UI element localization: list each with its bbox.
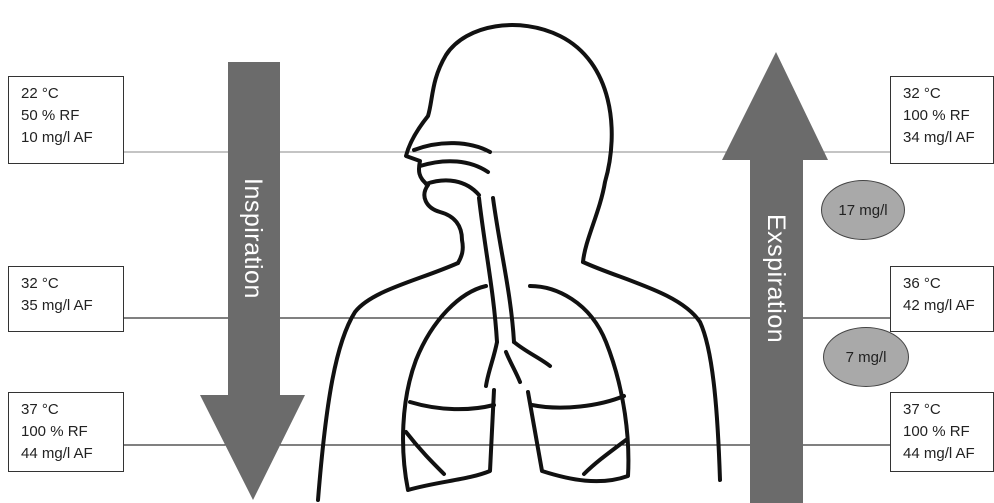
inhaled-air-mouth-box: 22 °C 50 % RF 10 mg/l AF xyxy=(8,76,124,164)
box-line: 22 °C xyxy=(21,83,123,105)
upper-difference-label: 17 mg/l xyxy=(838,202,887,219)
nasal-cavity-line xyxy=(414,143,490,152)
right-bronchus xyxy=(514,342,550,366)
box-line: 50 % RF xyxy=(21,105,123,127)
box-line: 44 mg/l AF xyxy=(21,443,123,465)
left-bronchus xyxy=(486,342,497,386)
left-lung-lower-line xyxy=(406,432,444,474)
lower-difference-label: 7 mg/l xyxy=(846,349,887,366)
left-lung-fissure xyxy=(410,402,494,409)
exhaled-air-alveoli-box: 37 °C 100 % RF 44 mg/l AF xyxy=(890,392,994,472)
inspiration-label: Inspiration xyxy=(238,178,267,299)
left-lung-outline xyxy=(403,286,494,490)
box-line: 10 mg/l AF xyxy=(21,127,123,149)
exhaled-air-mouth-box: 32 °C 100 % RF 34 mg/l AF xyxy=(890,76,994,164)
box-line: 35 mg/l AF xyxy=(21,295,123,317)
oral-cavity-line xyxy=(420,161,488,172)
box-line: 44 mg/l AF xyxy=(903,443,993,465)
box-line: 42 mg/l AF xyxy=(903,295,993,317)
box-line: 37 °C xyxy=(21,399,123,421)
exhaled-air-trachea-box: 36 °C 42 mg/l AF xyxy=(890,266,994,332)
box-line: 32 °C xyxy=(903,83,993,105)
box-line: 37 °C xyxy=(903,399,993,421)
inhaled-air-alveoli-box: 37 °C 100 % RF 44 mg/l AF xyxy=(8,392,124,472)
box-line: 34 mg/l AF xyxy=(903,127,993,149)
exspiration-label: Exspiration xyxy=(761,214,790,343)
box-line: 36 °C xyxy=(903,273,993,295)
right-lung-fissure xyxy=(532,396,624,408)
tongue-line xyxy=(426,180,479,195)
lower-difference-ellipse: 7 mg/l xyxy=(823,327,909,387)
box-line: 32 °C xyxy=(21,273,123,295)
box-line: 100 % RF xyxy=(903,105,993,127)
human-respiratory-figure xyxy=(318,25,720,500)
inhaled-air-trachea-box: 32 °C 35 mg/l AF xyxy=(8,266,124,332)
upper-difference-ellipse: 17 mg/l xyxy=(821,180,905,240)
box-line: 100 % RF xyxy=(21,421,123,443)
right-shoulder-outline xyxy=(583,262,720,480)
box-line: 100 % RF xyxy=(903,421,993,443)
bronchus-branch xyxy=(506,352,520,382)
